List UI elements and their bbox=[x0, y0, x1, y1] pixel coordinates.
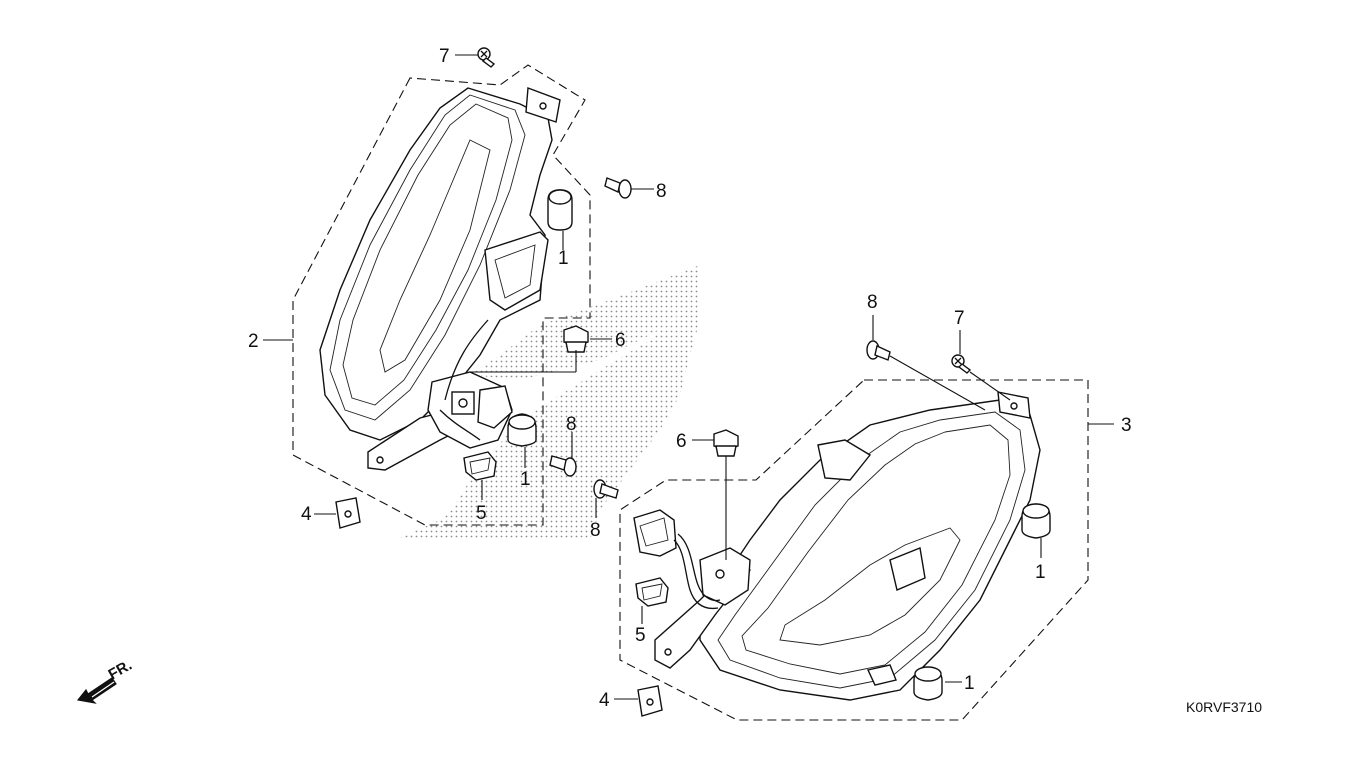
right-leaders bbox=[614, 315, 1114, 700]
callout-clip-right: 4 bbox=[599, 690, 610, 711]
left-screw-8-mid bbox=[549, 455, 577, 477]
right-headlight-assembly bbox=[654, 391, 1041, 701]
left-headlight-assembly bbox=[319, 87, 561, 471]
callout-collar-right-bottom: 1 bbox=[964, 673, 975, 694]
callout-clip-left: 4 bbox=[301, 504, 312, 525]
left-collar-1-top bbox=[547, 189, 573, 231]
callout-collar-right-mid: 1 bbox=[1035, 562, 1046, 583]
left-screw-8-top bbox=[604, 177, 632, 199]
callout-right-frame: 3 bbox=[1121, 415, 1132, 436]
left-socket-5 bbox=[463, 451, 497, 481]
callout-labels: 2 7 8 1 6 1 8 5 4 8 3 8 7 6 1 1 5 4 bbox=[248, 46, 1132, 711]
left-collar-1-bottom bbox=[507, 413, 537, 447]
right-dashed-frame bbox=[619, 379, 1089, 721]
callout-collar-top: 1 bbox=[558, 248, 569, 269]
left-clip-4 bbox=[335, 497, 361, 529]
callout-bolt-left: 6 bbox=[615, 330, 626, 351]
left-screw-7 bbox=[477, 47, 496, 68]
callout-screw7-left: 7 bbox=[439, 46, 450, 67]
stipple-shading bbox=[395, 265, 700, 540]
callout-socket-right: 5 bbox=[635, 625, 646, 646]
left-bolt-6 bbox=[563, 325, 589, 353]
drawing-code: K0RVF3710 bbox=[1186, 699, 1262, 715]
right-clip-4 bbox=[637, 685, 663, 717]
front-direction-arrow: FR. bbox=[76, 657, 135, 704]
left-dashed-frame bbox=[292, 64, 591, 526]
right-screw-7 bbox=[951, 354, 972, 374]
right-collar-1-bottom bbox=[913, 666, 943, 701]
callout-screw8-mid: 8 bbox=[566, 414, 577, 435]
callout-screw7-right: 7 bbox=[954, 308, 965, 329]
right-socket-5 bbox=[635, 577, 669, 607]
callout-screw8-low: 8 bbox=[590, 520, 601, 541]
callout-bolt-right: 6 bbox=[676, 431, 687, 452]
callout-screw8-right: 8 bbox=[867, 292, 878, 313]
right-collar-1-mid bbox=[1021, 503, 1051, 539]
right-connector bbox=[633, 509, 721, 610]
callout-left-frame: 2 bbox=[248, 331, 259, 352]
right-bolt-6 bbox=[713, 429, 739, 457]
left-leaders bbox=[263, 54, 654, 518]
screw-8-low bbox=[593, 479, 619, 499]
right-screw-8 bbox=[866, 340, 891, 361]
callout-collar-left-bottom: 1 bbox=[520, 469, 531, 490]
callout-socket-left: 5 bbox=[476, 503, 487, 524]
callout-screw8-top: 8 bbox=[656, 181, 667, 202]
